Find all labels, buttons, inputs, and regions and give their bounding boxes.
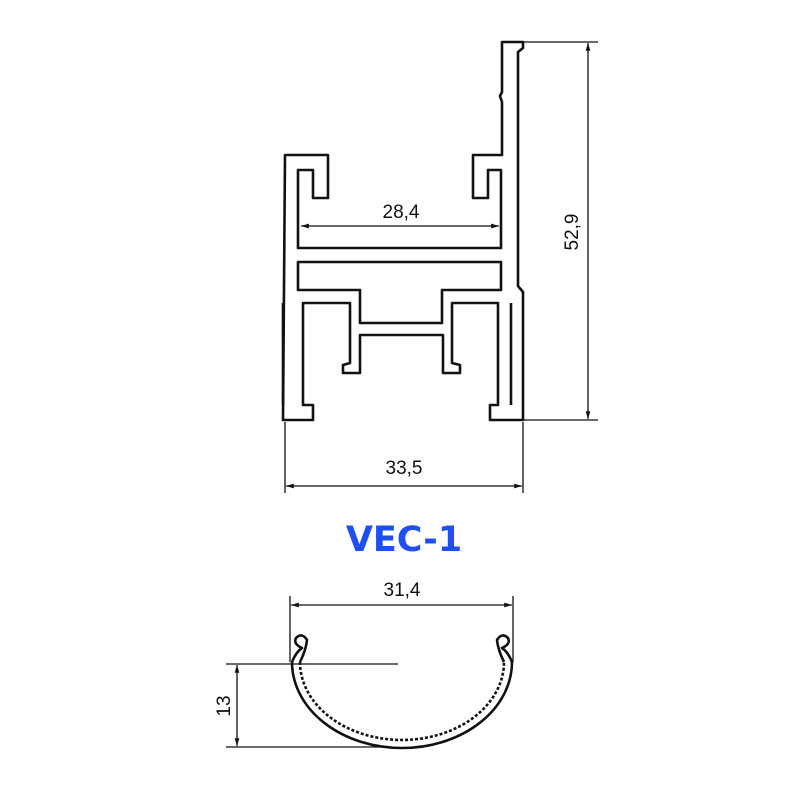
dimension-diffuser-height: 13 [214, 663, 398, 748]
dimension-outer-width: 33,5 [284, 422, 524, 493]
dimension-label: 52,9 [562, 214, 583, 251]
aluminium-profile [281, 40, 525, 422]
dimension-label: 13 [214, 695, 235, 716]
dimension-label: 28,4 [383, 202, 420, 223]
dimension-inner-width: 28,4 [300, 202, 500, 229]
product-title: VEC-1 [346, 520, 462, 560]
dimension-height: 52,9 [523, 41, 598, 421]
dimension-diffuser-width: 31,4 [289, 580, 514, 662]
dimension-label: 33,5 [386, 458, 423, 479]
dimension-label: 31,4 [384, 580, 421, 601]
diffuser-cover [290, 634, 514, 750]
